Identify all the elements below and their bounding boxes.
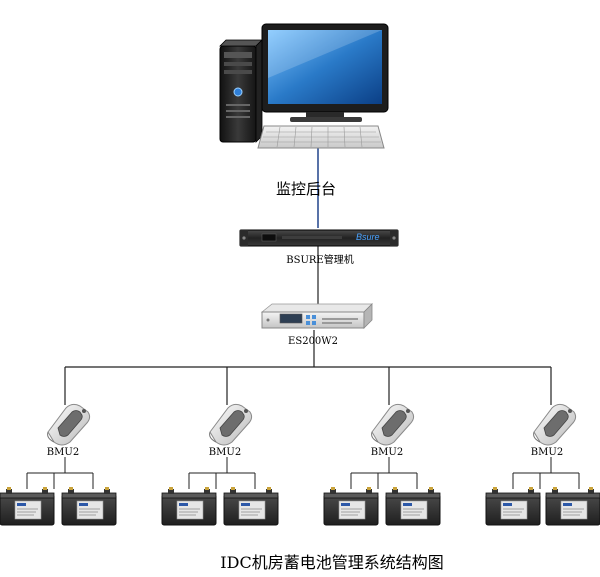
battery-icon-1b <box>61 486 117 526</box>
battery-icon-3b <box>385 486 441 526</box>
diagram-caption: IDC机房蓄电池管理系统结构图 <box>220 553 444 572</box>
controller-icon <box>260 303 373 329</box>
bmu-battery-links-2 <box>188 457 256 489</box>
bmu-label-4: BMU2 <box>530 447 564 458</box>
bmu-label-1: BMU2 <box>46 447 80 458</box>
bmu-module-icon-4 <box>533 403 577 446</box>
connection-lines <box>26 145 580 489</box>
rack-manager-icon <box>239 229 399 247</box>
battery-icon-1a <box>0 486 55 526</box>
bmu-module-icon-3 <box>371 403 415 446</box>
es200w2-label: ES200W2 <box>288 336 338 347</box>
battery-icon-2b <box>223 486 279 526</box>
bmu-battery-links-1 <box>26 457 94 489</box>
bmu-module-icon-2 <box>209 403 253 446</box>
bmu-label-2: BMU2 <box>208 447 242 458</box>
bmu-battery-links-3 <box>350 457 418 489</box>
bmu-label-3: BMU2 <box>370 447 404 458</box>
battery-icon-4b <box>545 486 600 526</box>
bsure-manager-label: BSURE管理机 <box>286 255 354 266</box>
desktop-computer-icon <box>219 23 389 149</box>
battery-icon-3a <box>323 486 379 526</box>
bmu-battery-links-4 <box>512 457 580 489</box>
monitor-station-label: 监控后台 <box>275 180 337 198</box>
battery-icon-4a <box>485 486 541 526</box>
bmu-module-icon-1 <box>47 403 91 446</box>
battery-icon-2a <box>161 486 217 526</box>
bsure-logo: Bsure <box>356 232 380 242</box>
